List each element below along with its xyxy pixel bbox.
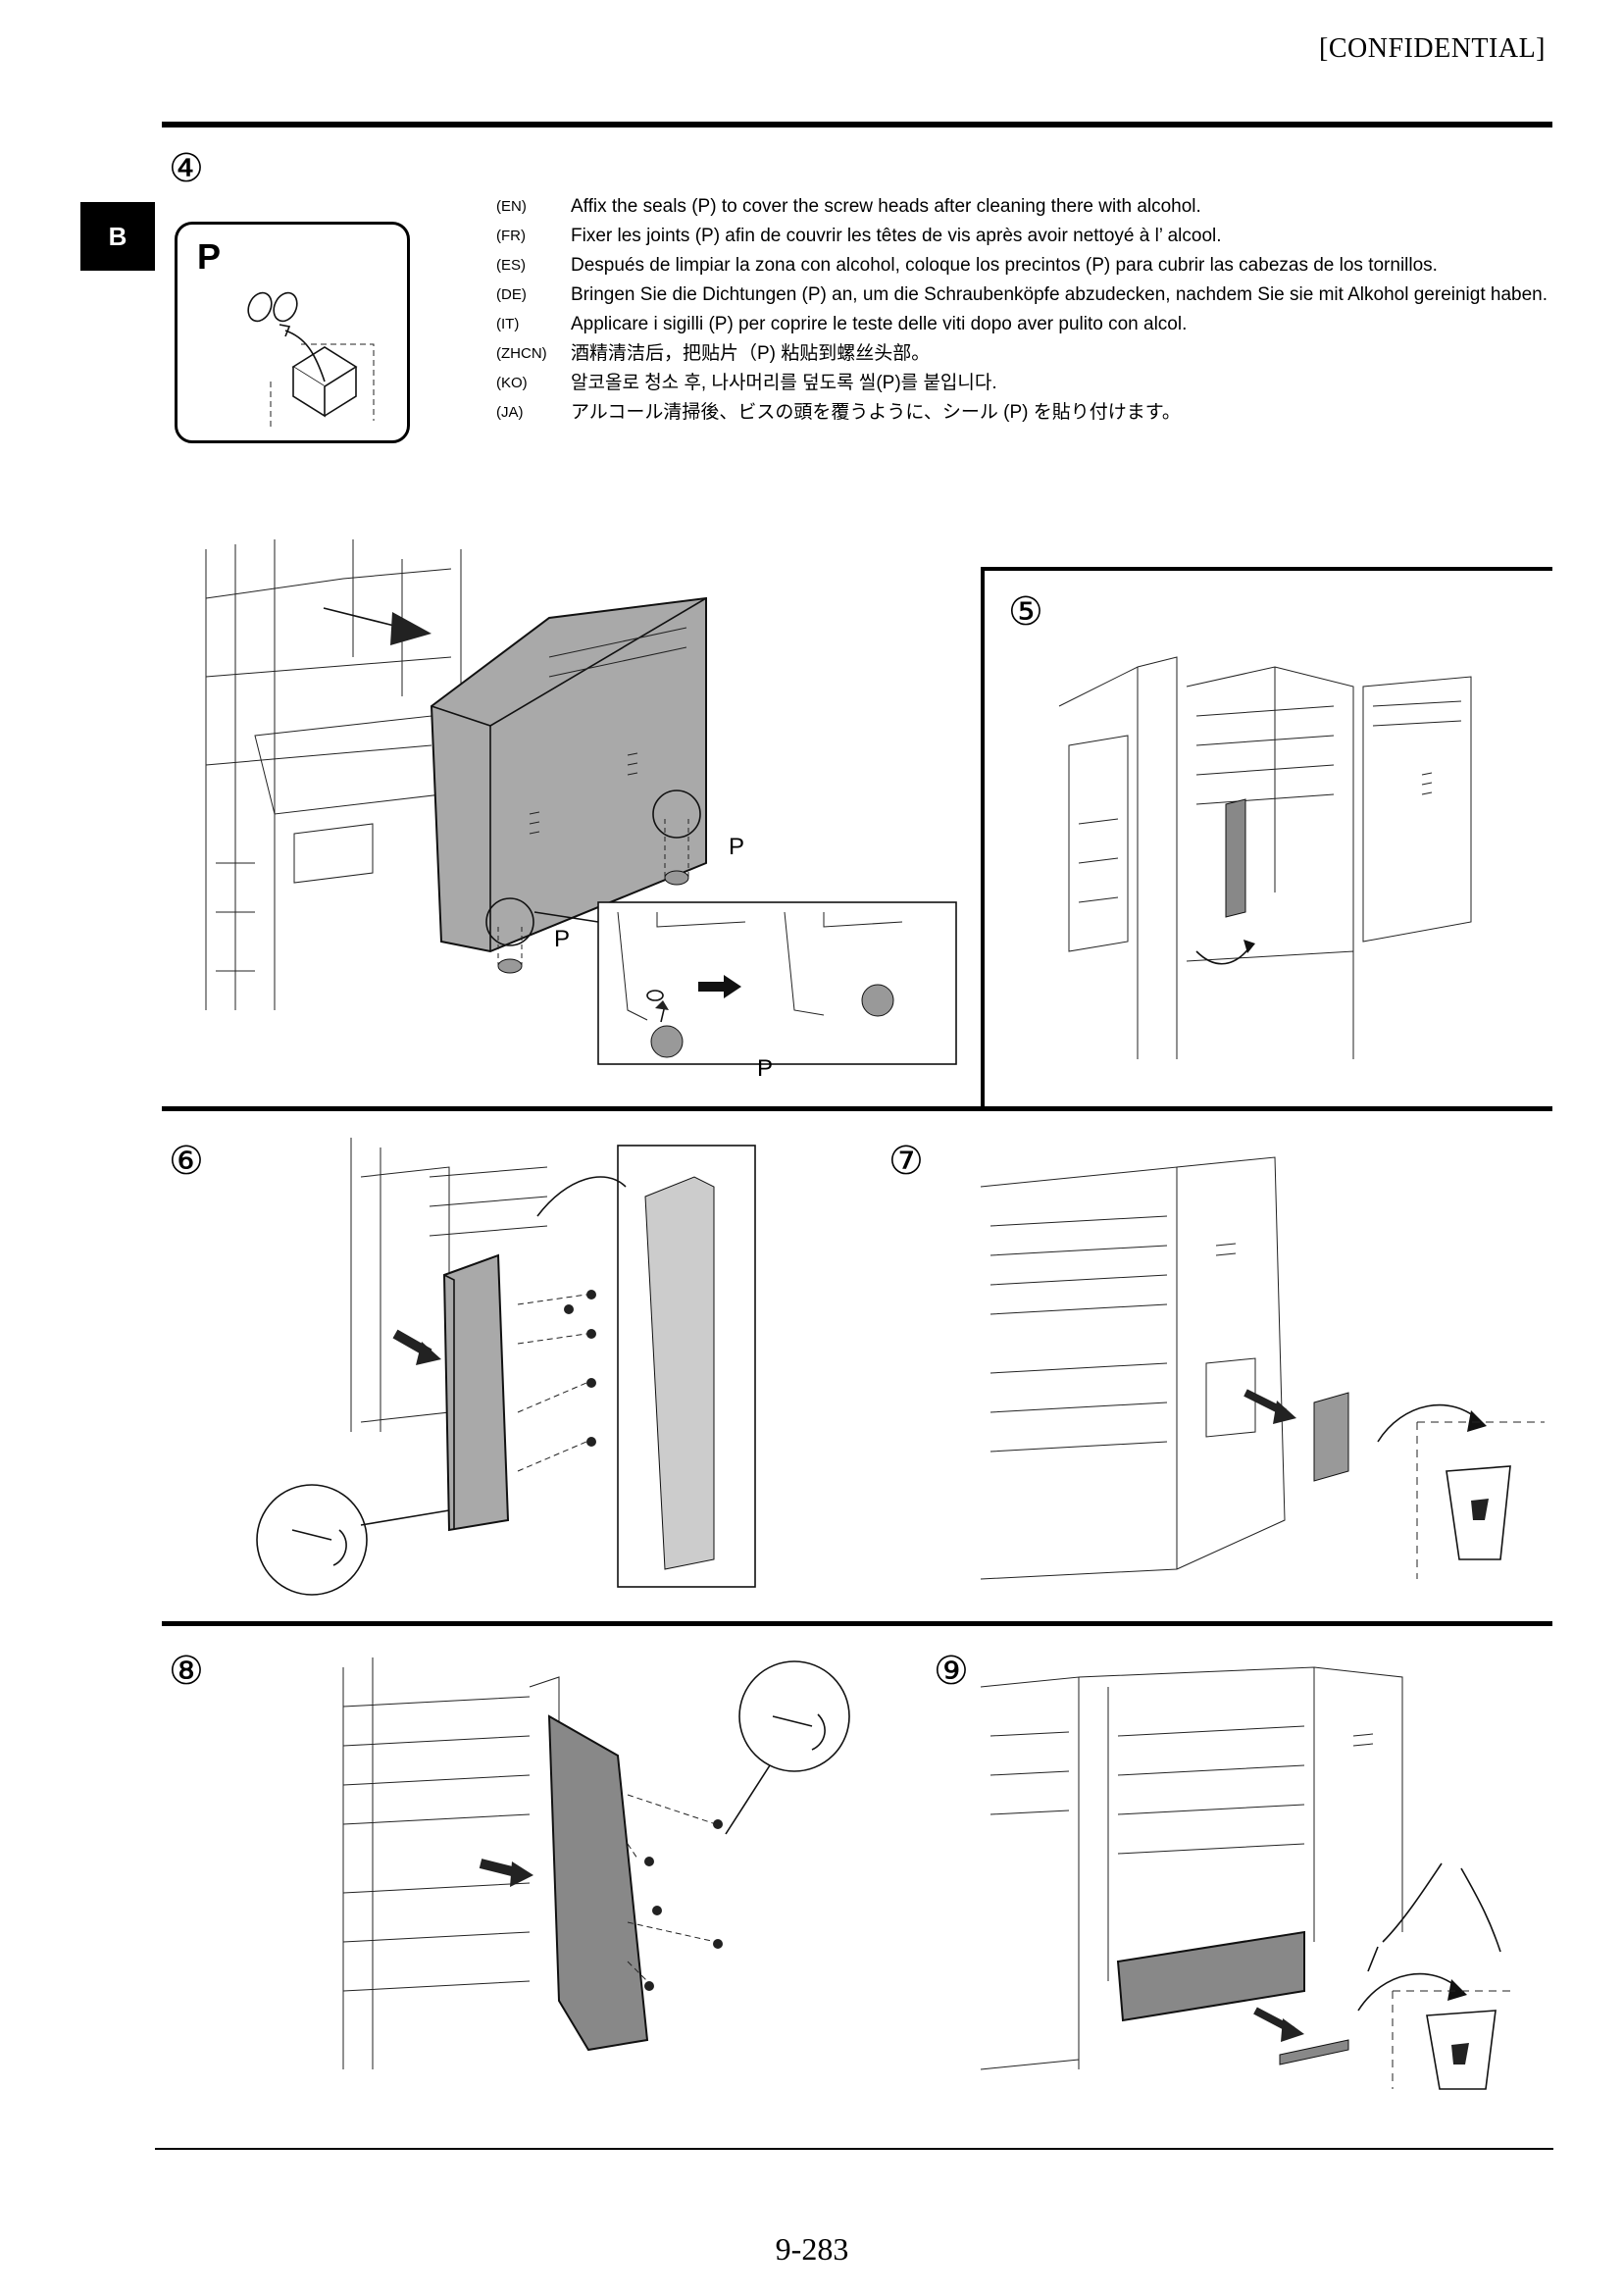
- callout-p-2: P: [554, 926, 571, 952]
- step-6-illustration: [256, 1138, 756, 1596]
- instruction-en: (EN)Affix the seals (P) to cover the scr…: [496, 196, 1201, 217]
- seal-parts-box: P: [175, 222, 410, 443]
- instruction-it: (IT)Applicare i sigilli (P) per coprire …: [496, 314, 1188, 334]
- instruction-de: (DE)Bringen Sie die Dichtungen (P) an, u…: [496, 284, 1548, 305]
- instruction-ko: (KO)알코올로 청소 후, 나사머리를 덮도록 씰(P)를 붙입니다.: [496, 373, 997, 393]
- step-5-left-border: [981, 567, 985, 1108]
- seal-icon: [247, 291, 375, 431]
- section-tab: B: [80, 202, 155, 271]
- step-5-top-border: [981, 567, 1552, 571]
- footer-rule: [155, 2148, 1553, 2150]
- instruction-fr: (FR)Fixer les joints (P) afin de couvrir…: [496, 226, 1222, 246]
- instruction-es: (ES)Después de limpiar la zona con alcoh…: [496, 255, 1438, 276]
- instruction-ja: (JA)アルコール清掃後、ビスの頭を覆うように、シール (P) を貼り付けます。: [496, 402, 1181, 423]
- step-8-illustration: [342, 1657, 850, 2069]
- step-9-number: ⑨: [934, 1649, 969, 1694]
- seal-part-letter: P: [197, 236, 222, 277]
- step-8-number: ⑧: [169, 1649, 204, 1694]
- callout-p-1: P: [729, 834, 745, 860]
- confidential-label: [CONFIDENTIAL]: [1319, 33, 1546, 64]
- step-5-illustration: [1058, 656, 1472, 1059]
- instruction-zhcn: (ZHCN)酒精清洁后，把贴片（P) 粘贴到螺丝头部。: [496, 343, 931, 364]
- callout-p-3: P: [757, 1055, 774, 1082]
- page-number: 9-283: [775, 2231, 849, 2267]
- step-7-number: ⑦: [888, 1139, 924, 1184]
- instruction-list: (EN)Affix the seals (P) to cover the scr…: [496, 192, 1555, 428]
- top-rule: [162, 122, 1552, 127]
- row-2-separator: [162, 1621, 1552, 1626]
- step-7-illustration: [980, 1156, 1545, 1580]
- row-1-separator: [162, 1106, 1552, 1111]
- step-9-illustration: [980, 1666, 1510, 2090]
- step-5-number: ⑤: [1008, 589, 1043, 635]
- step-4-illustration: [205, 539, 957, 1065]
- step-4-number: ④: [169, 146, 204, 191]
- step-6-number: ⑥: [169, 1139, 204, 1184]
